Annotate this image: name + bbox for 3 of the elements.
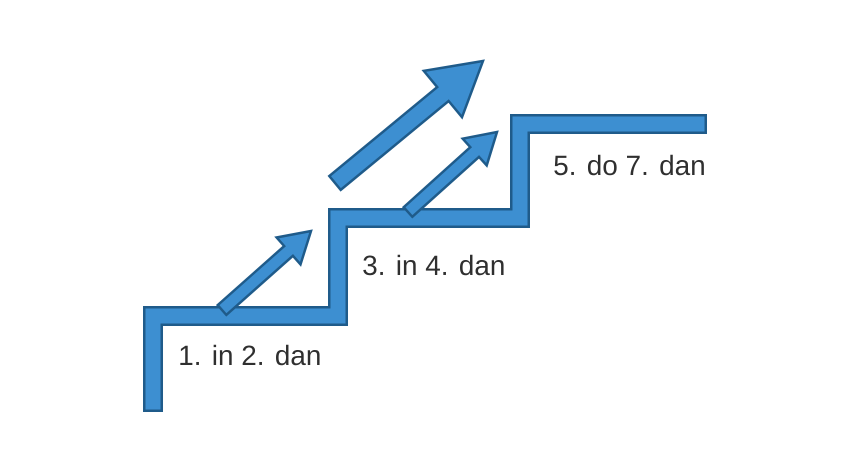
step-label: 5. do 7. dan: [554, 154, 704, 176]
step-label: 3. in 4. dan: [363, 254, 504, 276]
step-label: 1. in 2. dan: [180, 344, 320, 366]
